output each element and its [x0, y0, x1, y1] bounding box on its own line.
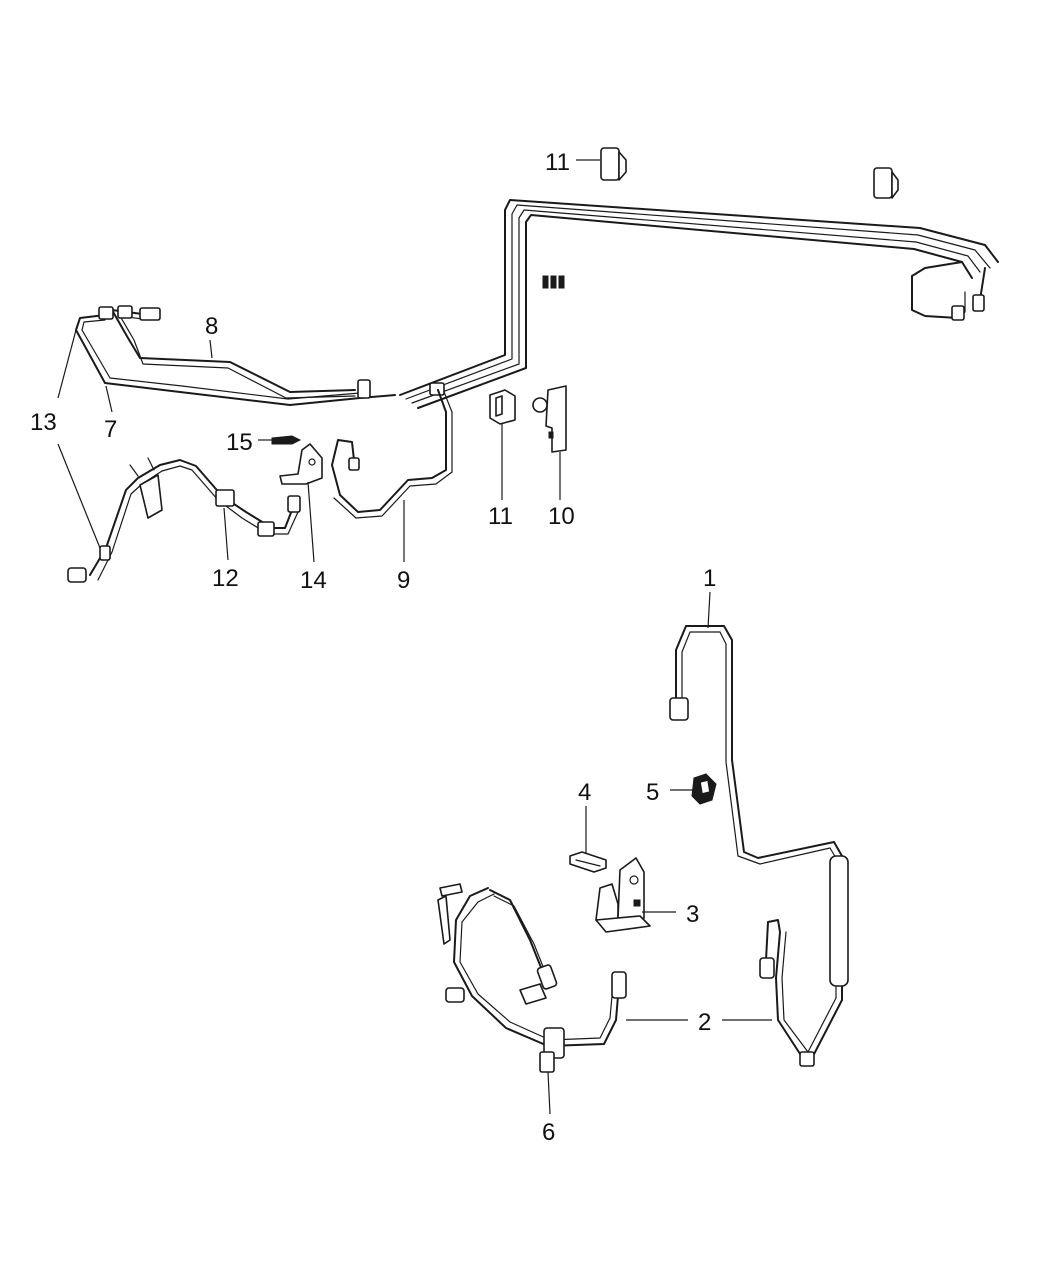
front-brake-tube-7	[75, 306, 396, 406]
callout-labels: 11 8 13 7 15 11 10 12 14 9 1 5 4 3 2 6	[30, 149, 716, 1146]
brake-hose-part-2	[437, 883, 627, 1073]
callout-3: 3	[686, 901, 699, 928]
brake-tube-part-1	[669, 625, 849, 1067]
callout-5: 5	[646, 779, 659, 806]
callout-15: 15	[226, 429, 253, 456]
callout-8: 8	[205, 313, 218, 340]
clip-part-11-right	[873, 167, 899, 199]
callout-1: 1	[703, 565, 716, 592]
callout-11-top: 11	[545, 149, 570, 176]
front-brake-hose	[67, 457, 301, 583]
callout-7: 7	[104, 416, 117, 443]
bracket-part-14	[279, 443, 323, 485]
callout-11-mid: 11	[488, 503, 513, 530]
front-brake-tube-8	[111, 305, 356, 399]
callout-10: 10	[548, 503, 575, 530]
clip-part-11-mid	[489, 389, 516, 425]
callout-13: 13	[30, 409, 57, 436]
callout-6: 6	[542, 1119, 555, 1146]
clip-part-15	[271, 435, 302, 445]
tube-junction-clips	[357, 379, 445, 399]
callout-2: 2	[698, 1009, 711, 1036]
rear-brake-tube-bundle	[399, 199, 999, 409]
bracket-part-10	[532, 385, 567, 453]
leader-lines	[57, 159, 772, 1115]
clip-part-11-top	[600, 147, 627, 181]
callout-12: 12	[212, 565, 239, 592]
callout-9: 9	[397, 567, 410, 594]
brake-tube-part-9	[331, 389, 453, 519]
bracket-part-3	[595, 857, 651, 933]
clip-part-5	[691, 773, 717, 805]
callout-14: 14	[300, 567, 327, 594]
callout-4: 4	[578, 779, 591, 806]
clip-part-4	[569, 851, 607, 873]
small-retainer-clip	[542, 275, 565, 289]
